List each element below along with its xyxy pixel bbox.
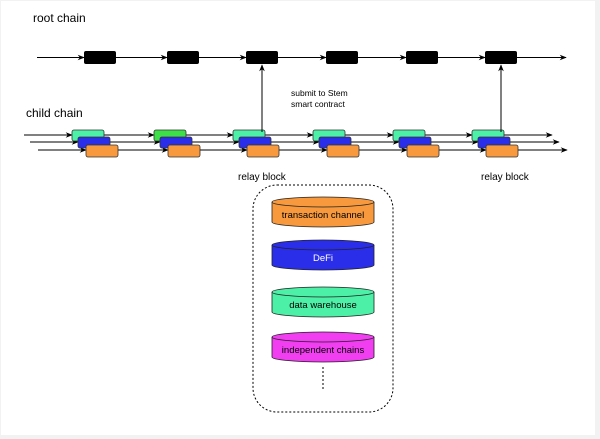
cylinder-top — [271, 286, 375, 298]
submit-label-line1: submit to Stem — [291, 88, 348, 98]
child-chain-block-orange — [326, 144, 360, 158]
service-label: transaction channel — [282, 210, 364, 221]
root-chain — [37, 51, 567, 64]
cylinder-body — [271, 337, 375, 363]
root-chain-block — [326, 51, 358, 64]
child-chain-block-orange — [167, 144, 201, 158]
service-label: DeFi — [313, 253, 333, 264]
child-chain-block-orange — [85, 144, 119, 158]
service-label: independent chains — [282, 345, 365, 356]
cylinder-body — [271, 292, 375, 318]
service-cylinder: transaction channel — [271, 196, 375, 228]
root-chain-block — [167, 51, 199, 64]
cylinder-top — [271, 331, 375, 343]
child-chain-block-orange — [406, 144, 440, 158]
submit-arrows — [259, 64, 504, 132]
service-cylinder: DeFi — [271, 239, 375, 271]
child-chain-block-orange — [246, 144, 280, 158]
root-chain-block — [485, 51, 517, 64]
submit-label-line2: smart contract — [291, 99, 345, 109]
relay-block-label-left: relay block — [238, 172, 287, 183]
cylinder-top — [271, 239, 375, 251]
root-chain-block — [84, 51, 116, 64]
child-chain-block-orange — [485, 144, 519, 158]
root-chain-block — [406, 51, 438, 64]
cylinder-top — [271, 196, 375, 208]
root-chain-label: root chain — [33, 11, 86, 25]
service-label: data warehouse — [289, 300, 357, 311]
service-cylinder: data warehouse — [271, 286, 375, 318]
child-chain — [24, 129, 568, 158]
cylinder-body — [271, 202, 375, 228]
root-chain-block — [246, 51, 278, 64]
cylinder-body — [271, 245, 375, 271]
relay-block-label-right: relay block — [481, 172, 530, 183]
service-cylinder: independent chains — [271, 331, 375, 363]
child-chain-label: child chain — [26, 106, 83, 120]
services-container — [252, 184, 394, 413]
